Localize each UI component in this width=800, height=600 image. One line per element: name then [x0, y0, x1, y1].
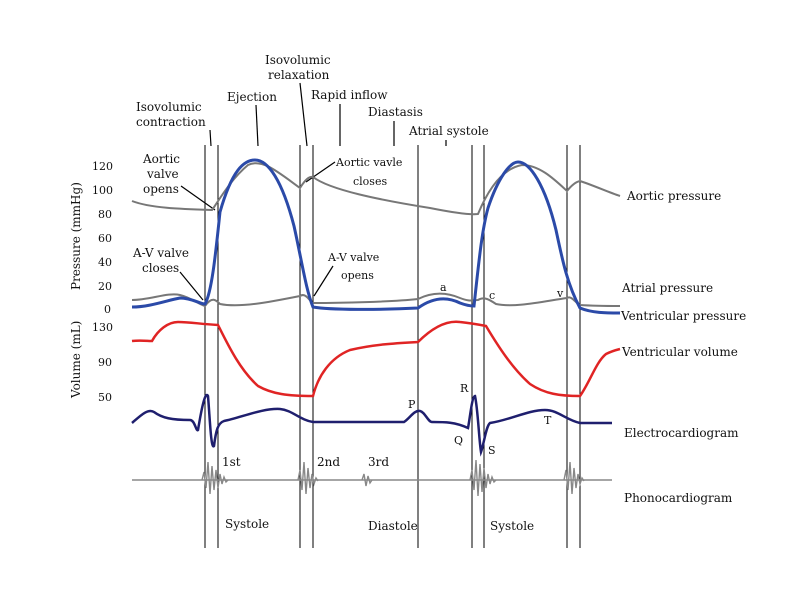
- pointer-av-valve-opens: [313, 265, 334, 297]
- pointer-ejection: [255, 104, 259, 147]
- ecg-t-label: T: [544, 414, 552, 427]
- label-ventricular-volume: Ventricular volume: [621, 345, 738, 359]
- period-diastole: Diastole: [368, 519, 418, 533]
- pointer-aortic-valve-closes: [305, 161, 336, 183]
- phonocardiogram: [132, 459, 612, 497]
- heart-sound-third: 3rd: [368, 455, 389, 469]
- pressure-tick: 60: [98, 232, 112, 245]
- event-aortic-valve-opens-line2: valve: [146, 167, 179, 181]
- ventricular-volume-curve: [131, 320, 621, 398]
- event-av-valve-opens-line1: A-V valve: [327, 251, 379, 264]
- pressure-tick: 120: [92, 160, 113, 173]
- pressure-tick: 0: [104, 303, 111, 316]
- ecg-r-label: R: [460, 382, 469, 395]
- wave-a-label: a: [440, 281, 447, 294]
- event-av-valve-opens-line2: opens: [341, 269, 374, 282]
- phase-diastasis: Diastasis: [368, 105, 423, 119]
- phase-labels: Isovolumic contraction Ejection Isovolum…: [136, 53, 489, 147]
- pressure-tick: 40: [98, 256, 112, 269]
- atrial-pressure-curve: [131, 292, 621, 308]
- volume-tick: 90: [98, 356, 112, 369]
- label-atrial-pressure: Atrial pressure: [621, 281, 713, 295]
- heart-sound-first: 1st: [222, 455, 241, 469]
- volume-axis-title: Volume (mL): [69, 321, 83, 399]
- pointer-av-valve-closes: [179, 271, 204, 301]
- phonocardiogram-second-sound-2: [563, 461, 585, 495]
- wave-v-label: v: [556, 287, 564, 300]
- heart-sound-labels: 1st 2nd 3rd: [222, 455, 389, 469]
- trace-labels: Aortic pressure Atrial pressure Ventricu…: [620, 189, 746, 505]
- phonocardiogram-third-sound: [361, 473, 373, 487]
- period-labels: Systole Diastole Systole: [225, 517, 534, 533]
- event-aortic-valve-closes-line1: Aortic vavle: [335, 156, 402, 169]
- event-aortic-valve-opens-line1: Aortic: [142, 152, 180, 166]
- electrocardiogram-curve: [131, 393, 612, 457]
- pointer-isovolumic-relaxation: [299, 82, 308, 147]
- period-systole-2: Systole: [490, 519, 534, 533]
- phase-dividers: [204, 145, 581, 548]
- event-labels: Aortic valve opens Aortic vavle closes A…: [132, 152, 402, 301]
- label-ventricular-pressure: Ventricular pressure: [620, 309, 746, 323]
- phase-isovolumic-contraction-line1: Isovolumic: [136, 100, 202, 114]
- label-phonocardiogram: Phonocardiogram: [624, 491, 733, 505]
- wave-labels: a c v P Q R S T: [408, 281, 564, 457]
- ecg-s-label: S: [488, 444, 496, 457]
- volume-tick: 50: [98, 391, 112, 404]
- phonocardiogram-second-sound: [297, 461, 319, 495]
- wave-c-label: c: [489, 289, 495, 302]
- label-aortic-pressure: Aortic pressure: [626, 189, 721, 203]
- pressure-tick: 20: [98, 280, 112, 293]
- heart-sound-second: 2nd: [317, 455, 340, 469]
- phase-ejection: Ejection: [227, 90, 277, 104]
- pressure-ticks: 120 100 80 60 40 20 0: [92, 160, 113, 316]
- volume-ticks: 130 90 50: [92, 321, 113, 404]
- phase-isovolumic-relaxation-line2: relaxation: [268, 68, 330, 82]
- phase-isovolumic-relaxation-line1: Isovolumic: [265, 53, 331, 67]
- phase-atrial-systole: Atrial systole: [408, 124, 489, 138]
- event-aortic-valve-opens-line3: opens: [143, 182, 179, 196]
- axis-titles: Pressure (mmHg) Volume (mL): [69, 182, 83, 399]
- pressure-tick: 100: [92, 184, 113, 197]
- event-av-valve-closes-line2: closes: [142, 261, 179, 275]
- pointer-aortic-valve-opens: [180, 185, 216, 211]
- phase-isovolumic-contraction-line2: contraction: [136, 115, 206, 129]
- event-aortic-valve-closes-line2: closes: [353, 175, 387, 188]
- ecg-p-label: P: [408, 398, 416, 411]
- label-electrocardiogram: Electrocardiogram: [624, 426, 739, 440]
- event-av-valve-closes-line1: A-V valve: [132, 246, 189, 260]
- ecg-q-label: Q: [454, 434, 463, 447]
- period-systole-1: Systole: [225, 517, 269, 531]
- pointer-isovolumic-contraction: [209, 129, 212, 147]
- phase-rapid-inflow: Rapid inflow: [311, 88, 388, 102]
- volume-tick: 130: [92, 321, 113, 334]
- phonocardiogram-first-sound: [201, 461, 229, 495]
- ventricular-pressure-curve: [131, 158, 621, 315]
- pressure-axis-title: Pressure (mmHg): [69, 182, 83, 290]
- phonocardiogram-first-sound-2: [469, 459, 497, 497]
- pressure-tick: 80: [98, 208, 112, 221]
